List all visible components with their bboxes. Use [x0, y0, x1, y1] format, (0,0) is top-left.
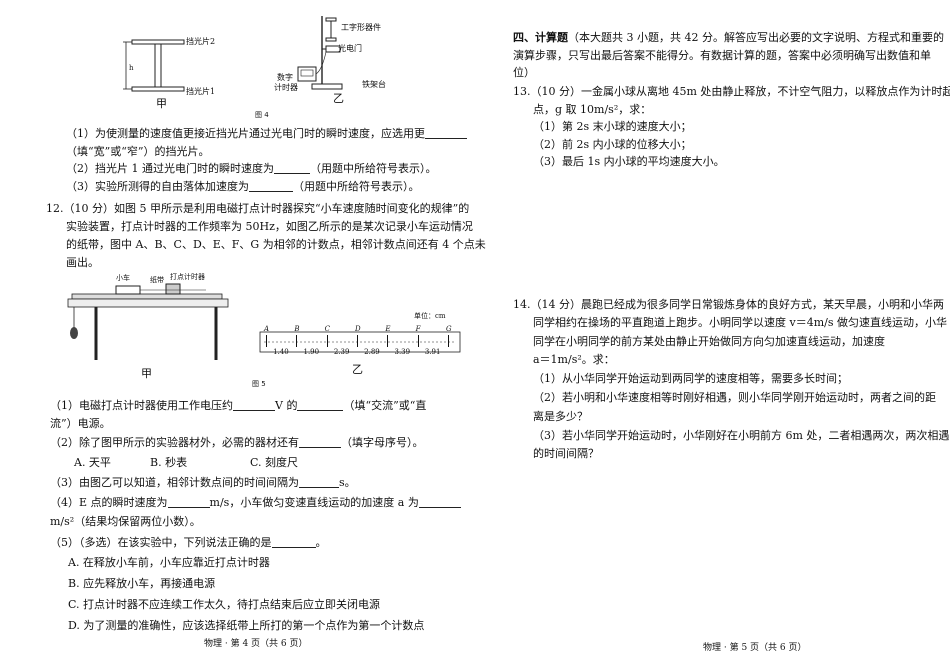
fig4-caption: 图 4: [255, 111, 269, 119]
tape-point-mark-d: [357, 335, 358, 347]
q11-part2: （2）挡光片 1 通过光电门时的瞬时速度为（用题中所给符号表示）。: [66, 162, 437, 175]
section4-heading-text: （本大题共 3 小题，共 42 分。解答应写出必要的文字说明、方程式和重要的: [568, 31, 944, 44]
tape-point-mark-g: [448, 335, 449, 347]
fig4-label-h: h: [129, 64, 134, 72]
tape-point-label-e: E: [385, 325, 391, 333]
q13-part1: （1）第 2s 末小球的速度大小；: [533, 120, 692, 133]
tape-point-label-d: D: [355, 325, 361, 333]
tape-point-label-c: C: [324, 325, 331, 333]
fig5-label-tape: 纸带: [150, 276, 164, 284]
tape-distance-4: 2.89: [364, 348, 380, 356]
q14-stem-2: 同学相约在操场的平直跑道上跑步。小明同学以速度 v＝4m/s 做匀速直线运动，小…: [533, 316, 947, 329]
tape-point-mark-c: [326, 335, 328, 347]
q14-part2: （2）若小明和小华速度相等时刚好相遇，则小华同学刚开始运动时，两者之间的距: [533, 391, 936, 404]
tape-distance-5: 3.39: [394, 348, 411, 356]
q14-part2b: 离是多少？: [533, 410, 588, 423]
q12-stem-3: 的纸带，图中 A、B、C、D、E、F、G 为相邻的计数点，相邻计数点间还有 4 …: [66, 238, 486, 251]
fig4-caption-jia: 甲: [156, 97, 167, 110]
q12-part4b: m/s²（结果均保留两位小数）。: [50, 515, 201, 528]
q14-part1: （1）从小华同学开始运动到两同学的速度相等，需要多长时间；: [533, 372, 848, 385]
q14-part3b: 的时间间隔？: [533, 447, 599, 460]
fig5-yi-tape: [259, 331, 461, 353]
fig5-caption-jia: 甲: [141, 367, 152, 380]
page-4: 挡光片2 挡光片1 h 甲 工字形器件 光电门 数字 计时器 铁架台 乙 图 4…: [46, 16, 486, 649]
tape-point-label-b: B: [294, 325, 300, 333]
q11-part1: （1）为使测量的速度值更接近挡光片通过光电门时的瞬时速度，应选用更: [66, 128, 467, 139]
tape-point-label-a: A: [264, 325, 270, 333]
tape-distance-6: 3.91: [424, 348, 441, 356]
q12-stem-2: 实验装置，打点计时器的工作频率为 50Hz，如图乙所示的是某次记录小车运动情况: [66, 220, 473, 233]
fig4-label-plate1: 挡光片1: [186, 87, 216, 96]
fig4-label-timer-2: 计时器: [274, 83, 298, 92]
q14-part3: （3）若小华同学开始运动时，小华刚好在小明前方 6m 处，二者相遇两次，两次相遇: [533, 429, 950, 442]
tape-point-mark-f: [417, 335, 419, 347]
section4-heading-2: 演算步骤，只写出最后答案不能得分。有数据计算的题，答案中必须明确写出数值和单: [513, 49, 931, 62]
fig5-unit: 单位：cm: [414, 312, 446, 320]
fig4-label-plate2: 挡光片2: [186, 37, 216, 46]
q14-stem-1: 14.（14 分）晨跑已经成为很多同学日常锻炼身体的良好方式，某天早晨，小明和小…: [513, 298, 944, 311]
q12-part5-option-d: D. 为了测量的准确性，应该选择纸带上所打的第一个点作为第一个计数点: [68, 619, 425, 632]
tape-point-mark-e: [387, 335, 389, 347]
q12-option-c: C. 刻度尺: [250, 456, 299, 469]
fig5-caption: 图 5: [252, 380, 266, 388]
q12-option-a: A. 天平: [74, 456, 111, 469]
fig5-label-car: 小车: [116, 274, 130, 282]
q11-part1b: （填“宽”或“窄”）的挡光片。: [66, 145, 210, 158]
q14-stem-3: 同学在小明同学的前方某处由静止开始做同方向匀加速直线运动，加速度: [533, 335, 885, 348]
page-5: 四、计算题（本大题共 3 小题，共 42 分。解答应写出必要的文字说明、方程式和…: [475, 0, 950, 672]
section4-heading-3: 位）: [513, 66, 535, 79]
page-footer-5: 物理 · 第 5 页（共 6 页）: [703, 643, 807, 653]
q14-stem-4: a＝1m/s²。求：: [533, 353, 615, 366]
q13-stem-1: 13.（10 分）一金属小球从离地 45m 处由静止释放，不计空气阻力，以释放点…: [513, 85, 950, 98]
q13-stem-2: 点，g 取 10m/s²，求：: [533, 103, 652, 116]
q13-part2: （2）前 2s 内小球的位移大小；: [533, 138, 692, 151]
q13-part3: （3）最后 1s 内小球的平均速度大小。: [533, 155, 725, 168]
fig4-label-i-shape: 工字形器件: [341, 23, 381, 32]
q12-stem-1: 12.（10 分）如图 5 甲所示是利用电磁打点计时器探究“小车速度随时间变化的…: [46, 202, 470, 215]
q12-part5-option-b: B. 应先释放小车，再接通电源: [68, 577, 216, 590]
q12-part5: （5）（多选）在该实验中，下列说法正确的是。: [50, 536, 327, 549]
q12-part5-option-c: C. 打点计时器不应连续工作太久，待打点结束后应立即关闭电源: [68, 598, 381, 611]
fig5-label-timer: 打点计时器: [170, 273, 205, 281]
fig5-caption-yi: 乙: [352, 363, 363, 376]
fig4-label-timer-1: 数字: [277, 73, 293, 82]
fig5-jia-diagram: [67, 283, 229, 360]
fig4-yi-diagram: [297, 16, 343, 90]
page-footer-4: 物理 · 第 4 页（共 6 页）: [204, 639, 308, 649]
q12-part1b: 流”）电源。: [50, 417, 111, 430]
q12-part2: （2）除了图甲所示的实验器材外，必需的器材还有（填字母序号）。: [50, 436, 424, 449]
q12-stem-4: 画出。: [66, 256, 99, 269]
q12-part5-option-a: A. 在释放小车前，小车应靠近打点计时器: [68, 556, 270, 569]
tape-distance-2: 1.90: [303, 348, 320, 356]
tape-distance-1: 1.40: [273, 348, 289, 356]
tape-point-mark-b: [296, 335, 298, 347]
q11-part3: （3）实验所测得的自由落体加速度为（用题中所给符号表示）。: [66, 180, 420, 193]
tape-point-label-g: G: [446, 325, 452, 333]
fig4-label-gate: 光电门: [338, 44, 362, 53]
fig4-jia-diagram: [123, 39, 185, 92]
tape-point-label-f: F: [415, 325, 421, 333]
q12-option-b: B. 秒表: [150, 456, 188, 469]
fig4-label-stand: 铁架台: [362, 80, 386, 89]
fig4-caption-yi: 乙: [333, 92, 344, 105]
tape-distance-3: 2.39: [333, 348, 350, 356]
tape-point-mark-a: [266, 335, 267, 347]
section4-heading-1: 四、计算题（本大题共 3 小题，共 42 分。解答应写出必要的文字说明、方程式和…: [513, 31, 944, 44]
